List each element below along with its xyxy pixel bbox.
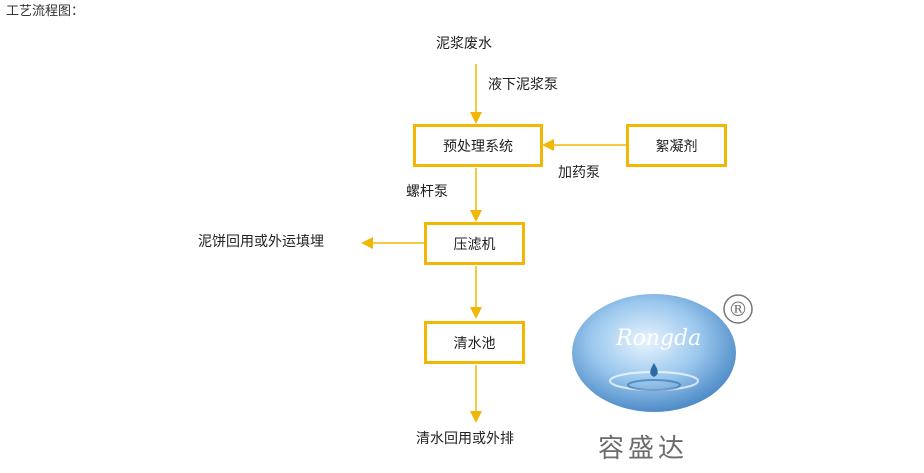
filter-press-box: 压滤机 (424, 222, 525, 265)
pretreatment-label: 预处理系统 (443, 138, 513, 155)
dosing-pump-label: 加药泵 (558, 165, 600, 181)
clear-pool-label: 清水池 (453, 335, 496, 352)
source-label: 泥浆废水 (436, 36, 492, 52)
screw-pump-label: 螺杆泵 (406, 184, 448, 200)
flocculant-label: 絮凝剂 (655, 138, 698, 155)
submersible-pump-label: 液下泥浆泵 (488, 77, 558, 93)
water-output-label: 清水回用或外排 (416, 431, 514, 447)
page-title: 工艺流程图： (6, 4, 85, 19)
flocculant-box: 絮凝剂 (626, 124, 727, 167)
brand-logo: Rongda ® (572, 294, 753, 412)
clear-pool-box: 清水池 (424, 321, 525, 364)
brand-name-cn: 容盛达 (598, 434, 689, 464)
logo-script-text: Rongda (615, 326, 701, 351)
registered-mark-icon: ® (728, 297, 748, 321)
filter-press-label: 压滤机 (453, 236, 496, 253)
pretreatment-box: 预处理系统 (413, 124, 543, 167)
sludge-output-label: 泥饼回用或外运填埋 (198, 234, 324, 250)
